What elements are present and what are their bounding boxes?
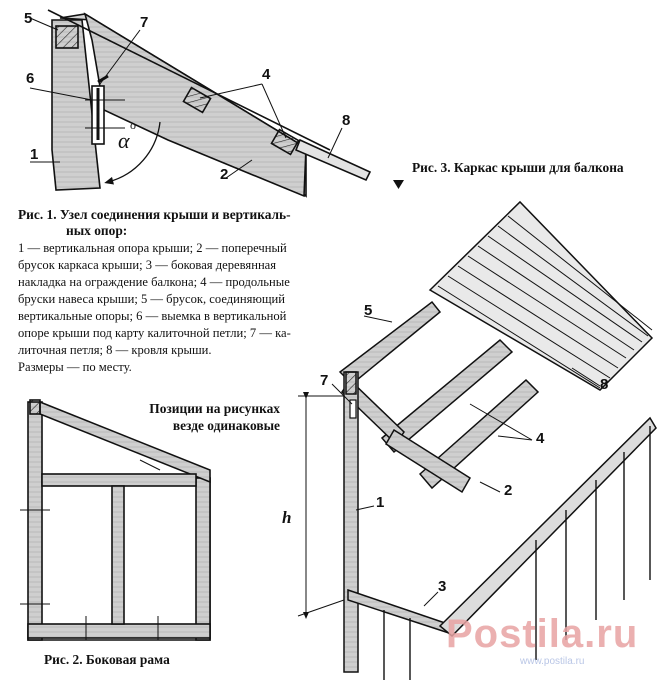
fig1-legend: 1 — вертикальная опора крыши; 2 — попере…: [18, 240, 348, 376]
watermark-logo: Postila.ru: [446, 612, 639, 656]
caption-marker-triangle: [393, 180, 404, 189]
connecting-bar-section: [55, 25, 79, 49]
longitudinal-bar-b: [270, 128, 300, 156]
fig1-angle-degree: o: [130, 118, 136, 132]
fig1-legend-line: накладка на ограждение балкона; 4 — прод…: [18, 275, 290, 289]
roof-covering: [294, 138, 372, 182]
corrugated-roofing: [428, 200, 654, 391]
fig3-height-label: h: [282, 508, 292, 527]
fig3-label-4: 4: [536, 430, 545, 447]
fig2-caption: Рис. 2. Боковая рама: [44, 652, 170, 667]
fig1-label-4: 4: [262, 66, 271, 83]
side-cladding: [347, 588, 454, 636]
fig1-label-5: 5: [24, 10, 33, 27]
fig1-legend-line: литочная петля; 8 — кровля крыши.: [18, 343, 212, 357]
fig3-label-8: 8: [600, 376, 609, 393]
fig1-label-8: 8: [342, 112, 351, 129]
fig1-legend-line: опоре крыши под карту калиточной петли; …: [18, 326, 291, 340]
fig1-angle-alpha: α: [118, 128, 130, 153]
fig3-label-1: 1: [376, 494, 385, 511]
positions-note: Позиции на рисунках везде одинаковые: [128, 400, 280, 434]
fig1-legend-line: бруски навеса крыши; 5 — брусок, соединя…: [18, 292, 286, 306]
vertical-support-post: [51, 19, 101, 191]
positions-note-line2: везде одинаковые: [172, 418, 280, 433]
fig1-caption-line1: Рис. 1. Узел соединения крыши и вертикал…: [18, 207, 291, 222]
positions-note-line1: Позиции на рисунках: [149, 401, 280, 416]
fig1-caption-line2: ных опор:: [66, 223, 128, 238]
fig1-legend-line: брусок каркаса крыши; 3 — боковая деревя…: [18, 258, 277, 272]
fig1-caption-title: Рис. 1. Узел соединения крыши и вертикал…: [18, 207, 291, 239]
fig1-legend-line: Размеры — по месту.: [18, 360, 132, 374]
angle-arc: [104, 121, 161, 185]
frame-middle-rail: [41, 473, 197, 487]
frame-right-post: [195, 477, 211, 641]
fig1-label-6: 6: [26, 70, 35, 87]
longitudinal-bar-2: [418, 378, 540, 490]
fig1-legend-line: 1 — вертикальная опора крыши; 2 — попере…: [18, 241, 287, 255]
fig1-joint-drawing: [29, 9, 372, 198]
longitudinal-bar-a: [182, 86, 212, 114]
fig3-label-7: 7: [320, 372, 329, 389]
fig1-legend-line: вертикальные опоры; 6 — выемка в вертика…: [18, 309, 287, 323]
fig3-label-5: 5: [364, 302, 373, 319]
fig1-label-1: 1: [30, 146, 39, 163]
fig1-label-2: 2: [220, 166, 229, 183]
hinge: [97, 74, 109, 84]
fig2-side-frame-drawing: [20, 399, 211, 641]
fig3-caption: Рис. 3. Каркас крыши для балкона: [412, 160, 624, 175]
cross-bar: [384, 428, 472, 494]
fig3-label-3: 3: [438, 578, 447, 595]
frame-bottom-rail: [27, 623, 211, 639]
hinge-plate: [349, 399, 357, 419]
fig1-label-7: 7: [140, 14, 149, 31]
watermark-sub: www.postila.ru: [520, 656, 585, 667]
frame-middle-post: [111, 485, 125, 625]
fig3-label-2: 2: [504, 482, 513, 499]
railing-top: [438, 416, 657, 638]
fig3-roof-frame-drawing: [297, 200, 657, 680]
